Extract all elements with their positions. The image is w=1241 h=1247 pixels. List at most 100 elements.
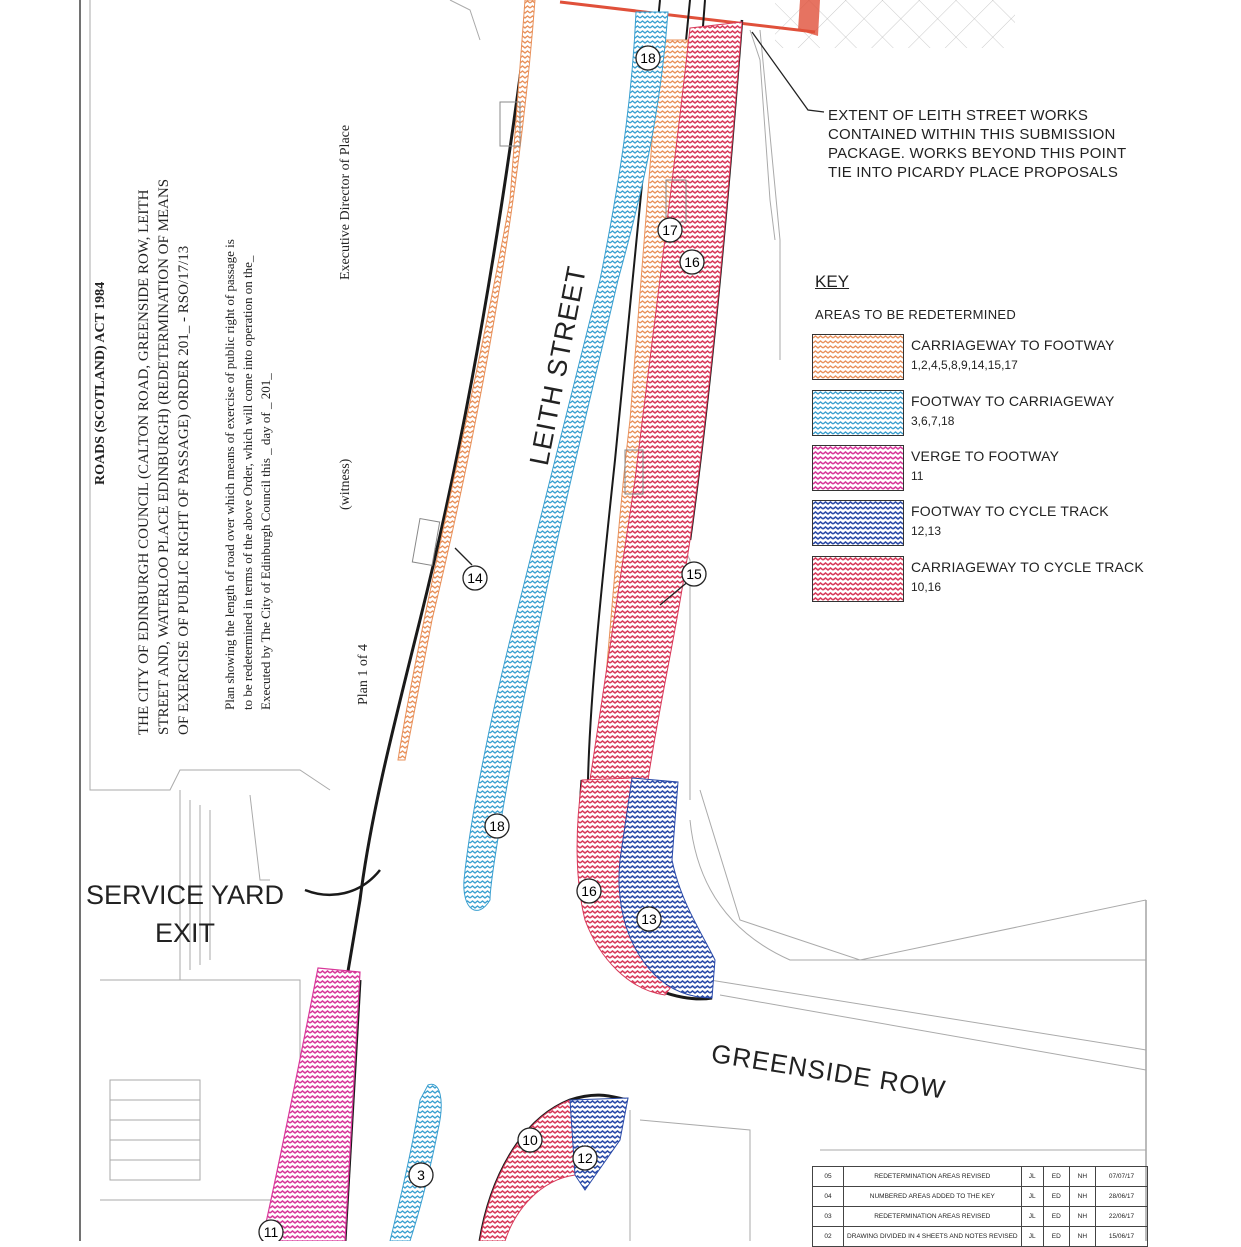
buildings-left <box>89 0 481 1241</box>
note-line-4: TIE INTO PICARDY PLACE PROPOSALS <box>828 164 1119 181</box>
date-cell: 15/06/17 <box>1095 1226 1148 1247</box>
area-marker-13: 13 <box>636 906 662 932</box>
service-yard-line-1: SERVICE YARD <box>85 880 285 910</box>
table-row: 04 NUMBERED AREAS ADDED TO THE KEY JL ED… <box>812 1186 1148 1207</box>
by-cell: JL <box>1020 1166 1044 1187</box>
chk-cell: ED <box>1042 1226 1070 1247</box>
key-numbers: 11 <box>911 469 924 483</box>
chk-cell: ED <box>1042 1206 1070 1227</box>
area-marker-12: 12 <box>572 1145 598 1171</box>
swatch-orange <box>812 334 904 380</box>
swatch-red <box>812 556 904 602</box>
area-label: 15 <box>686 566 702 582</box>
by-cell: JL <box>1020 1226 1044 1247</box>
witness-label: (witness) <box>338 458 353 510</box>
key-label: FOOTWAY TO CYCLE TRACK <box>911 503 1109 519</box>
note-line-3: PACKAGE. WORKS BEYOND THIS POINT <box>828 145 1127 162</box>
by-cell: JL <box>1020 1206 1044 1227</box>
area-label: 13 <box>641 911 657 927</box>
area-marker-10: 10 <box>517 1127 543 1153</box>
key-item-footway-to-cycle-track: FOOTWAY TO CYCLE TRACK 12,13 <box>812 500 1142 546</box>
act-title: ROADS (SCOTLAND) ACT 1984 <box>93 281 108 485</box>
key-title: KEY <box>815 272 850 291</box>
area-label: 16 <box>581 883 597 899</box>
app-cell: NH <box>1068 1206 1097 1227</box>
key-item-footway-to-carriageway: FOOTWAY TO CARRIAGEWAY 3,6,7,18 <box>812 390 1142 436</box>
area-12-shape <box>569 1097 629 1191</box>
key-item-carriageway-to-footway: CARRIAGEWAY TO FOOTWAY 1,2,4,5,8,9,14,15… <box>812 334 1142 380</box>
area-label: 12 <box>577 1150 593 1166</box>
area-marker-16-top: 16 <box>679 249 705 275</box>
plan-description-line-3: Executed by The City of Edinburgh Counci… <box>258 373 273 710</box>
date-cell: 07/07/17 <box>1095 1166 1148 1187</box>
key-numbers: 1,2,4,5,8,9,14,15,17 <box>911 358 1018 372</box>
rev-cell: 03 <box>812 1206 844 1227</box>
desc-cell: NUMBERED AREAS ADDED TO THE KEY <box>843 1186 1022 1207</box>
area-10-shape <box>479 1099 586 1241</box>
area-13-shape <box>618 777 716 999</box>
order-title-line-1: THE CITY OF EDINBURGH COUNCIL (CALTON RO… <box>136 189 152 735</box>
swatch-navy <box>812 500 904 546</box>
desc-cell: DRAWING DIVIDED IN 4 SHEETS AND NOTES RE… <box>843 1226 1022 1247</box>
area-markers: 18 17 16 14 15 18 16 13 10 12 3 11 <box>258 45 707 1241</box>
area-marker-17: 17 <box>657 217 683 243</box>
date-cell: 22/06/17 <box>1095 1206 1148 1227</box>
key-label: FOOTWAY TO CARRIAGEWAY <box>911 393 1115 409</box>
area-14-shape <box>397 0 536 761</box>
area-marker-3: 3 <box>408 1162 434 1188</box>
app-cell: NH <box>1068 1166 1097 1187</box>
area-11-shape <box>261 967 361 1241</box>
table-row: 03 REDETERMINATION AREAS REVISED JL ED N… <box>812 1206 1148 1227</box>
area-label: 18 <box>489 818 505 834</box>
area-label: 18 <box>640 50 656 66</box>
chk-cell: ED <box>1042 1186 1070 1207</box>
order-title-line-2: STREET AND, WATERLOO PLACE EDINBURGH) (R… <box>156 178 172 735</box>
chk-cell: ED <box>1042 1166 1070 1187</box>
service-yard-exit-label: SERVICE YARD EXIT <box>80 876 290 952</box>
area-label: 10 <box>522 1132 538 1148</box>
area-18-top-shape <box>463 11 669 911</box>
key-item-verge-to-footway: VERGE TO FOOTWAY 11 <box>812 445 1142 491</box>
buildings-right <box>629 29 1147 1241</box>
service-yard-line-2: EXIT <box>154 918 215 948</box>
area-marker-11: 11 <box>258 1219 284 1241</box>
key-item-carriageway-to-cycle-track: CARRIAGEWAY TO CYCLE TRACK 10,16 <box>812 556 1144 602</box>
key-numbers: 10,16 <box>911 580 942 594</box>
area-marker-16-low: 16 <box>576 878 602 904</box>
table-row: 05 REDETERMINATION AREAS REVISED JL ED N… <box>812 1166 1148 1187</box>
area-label: 11 <box>264 1224 279 1240</box>
area-label: 16 <box>684 254 700 270</box>
rev-cell: 04 <box>812 1186 844 1207</box>
area-label: 17 <box>662 222 678 238</box>
executive-director: Executive Director of Place <box>338 124 353 280</box>
note-line-1: EXTENT OF LEITH STREET WORKS <box>828 107 1089 124</box>
works-extent-note: EXTENT OF LEITH STREET WORKS CONTAINED W… <box>828 106 1126 182</box>
area-label: 14 <box>467 570 483 586</box>
rev-cell: 02 <box>812 1226 844 1247</box>
plan-number: Plan 1 of 4 <box>356 643 371 705</box>
area-3-shape <box>389 1083 442 1241</box>
key-numbers: 3,6,7,18 <box>911 414 955 428</box>
order-title-line-3: OF EXERCISE OF PUBLIC RIGHT OF PASSAGE) … <box>176 245 192 735</box>
key-label: VERGE TO FOOTWAY <box>911 448 1060 464</box>
note-line-2: CONTAINED WITHIN THIS SUBMISSION <box>828 126 1116 143</box>
plan-description-line-1: Plan showing the length of road over whi… <box>222 239 237 710</box>
app-cell: NH <box>1068 1186 1097 1207</box>
key-numbers: 12,13 <box>911 524 942 538</box>
area-marker-18-top: 18 <box>635 45 661 71</box>
revision-table: 05 REDETERMINATION AREAS REVISED JL ED N… <box>812 1166 1148 1247</box>
area-marker-18-low: 18 <box>484 813 510 839</box>
key-label: CARRIAGEWAY TO FOOTWAY <box>911 337 1115 353</box>
swatch-magenta <box>812 445 904 491</box>
area-marker-15: 15 <box>681 561 707 587</box>
by-cell: JL <box>1020 1186 1044 1207</box>
area-label: 3 <box>417 1167 425 1183</box>
key-subtitle: AREAS TO BE REDETERMINED <box>815 307 1017 322</box>
desc-cell: REDETERMINATION AREAS REVISED <box>843 1206 1022 1227</box>
date-cell: 28/06/17 <box>1095 1186 1148 1207</box>
rev-cell: 05 <box>812 1166 844 1187</box>
desc-cell: REDETERMINATION AREAS REVISED <box>843 1166 1022 1187</box>
area-marker-14: 14 <box>462 565 488 591</box>
plan-description-line-2: to be redetermined in terms of the above… <box>240 255 255 710</box>
swatch-blue <box>812 390 904 436</box>
